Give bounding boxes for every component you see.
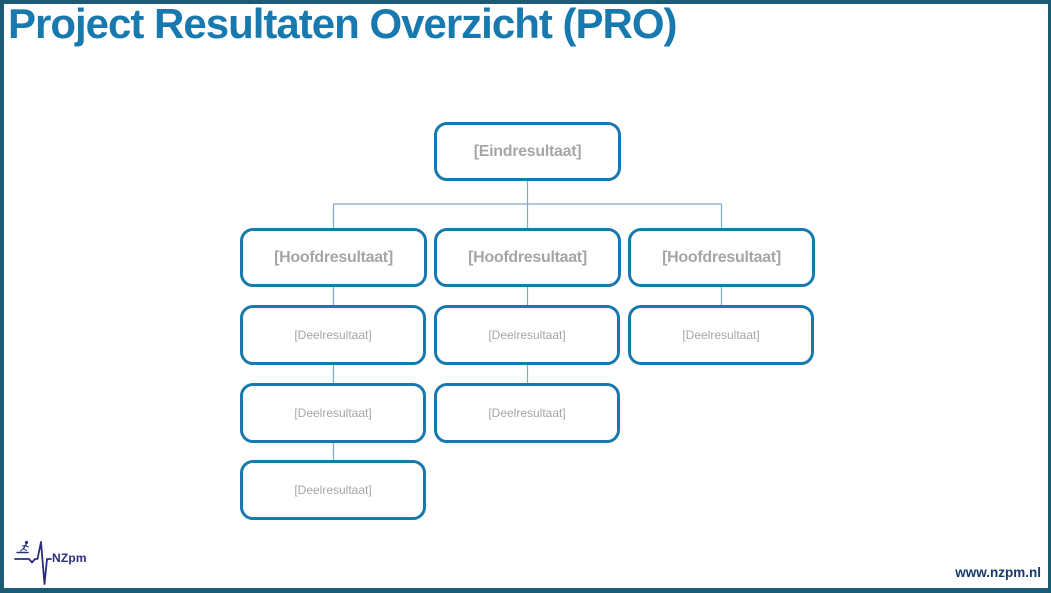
- node-hoofdresultaat-3: [Hoofdresultaat]: [628, 228, 815, 287]
- node-deelresultaat-1-2: [Deelresultaat]: [240, 383, 426, 443]
- node-deelresultaat-1-3: [Deelresultaat]: [240, 460, 426, 520]
- logo-wordmark: NZpm: [52, 551, 87, 565]
- page-title: Project Resultaten Overzicht (PRO): [8, 0, 677, 47]
- node-hoofdresultaat-1: [Hoofdresultaat]: [240, 228, 427, 287]
- node-eindresultaat: [Eindresultaat]: [434, 122, 621, 181]
- node-label: [Deelresultaat]: [488, 328, 566, 342]
- nzpm-logo: NZpm: [14, 539, 87, 587]
- node-deelresultaat-1-1: [Deelresultaat]: [240, 305, 426, 365]
- node-label: [Hoofdresultaat]: [468, 248, 587, 266]
- ecg-heartbeat-runner-icon: [14, 540, 52, 585]
- node-deelresultaat-3-1: [Deelresultaat]: [628, 305, 814, 365]
- node-hoofdresultaat-2: [Hoofdresultaat]: [434, 228, 621, 287]
- node-label: [Deelresultaat]: [488, 406, 566, 420]
- node-label: [Eindresultaat]: [473, 142, 582, 160]
- node-label: [Hoofdresultaat]: [274, 248, 393, 266]
- node-deelresultaat-2-1: [Deelresultaat]: [434, 305, 620, 365]
- website-url: www.nzpm.nl: [955, 565, 1041, 580]
- node-label: [Deelresultaat]: [294, 406, 372, 420]
- node-label: [Deelresultaat]: [682, 328, 760, 342]
- node-label: [Deelresultaat]: [294, 328, 372, 342]
- node-label: [Deelresultaat]: [294, 483, 372, 497]
- node-label: [Hoofdresultaat]: [662, 248, 781, 266]
- node-deelresultaat-2-2: [Deelresultaat]: [434, 383, 620, 443]
- footer-bar: [0, 588, 1051, 593]
